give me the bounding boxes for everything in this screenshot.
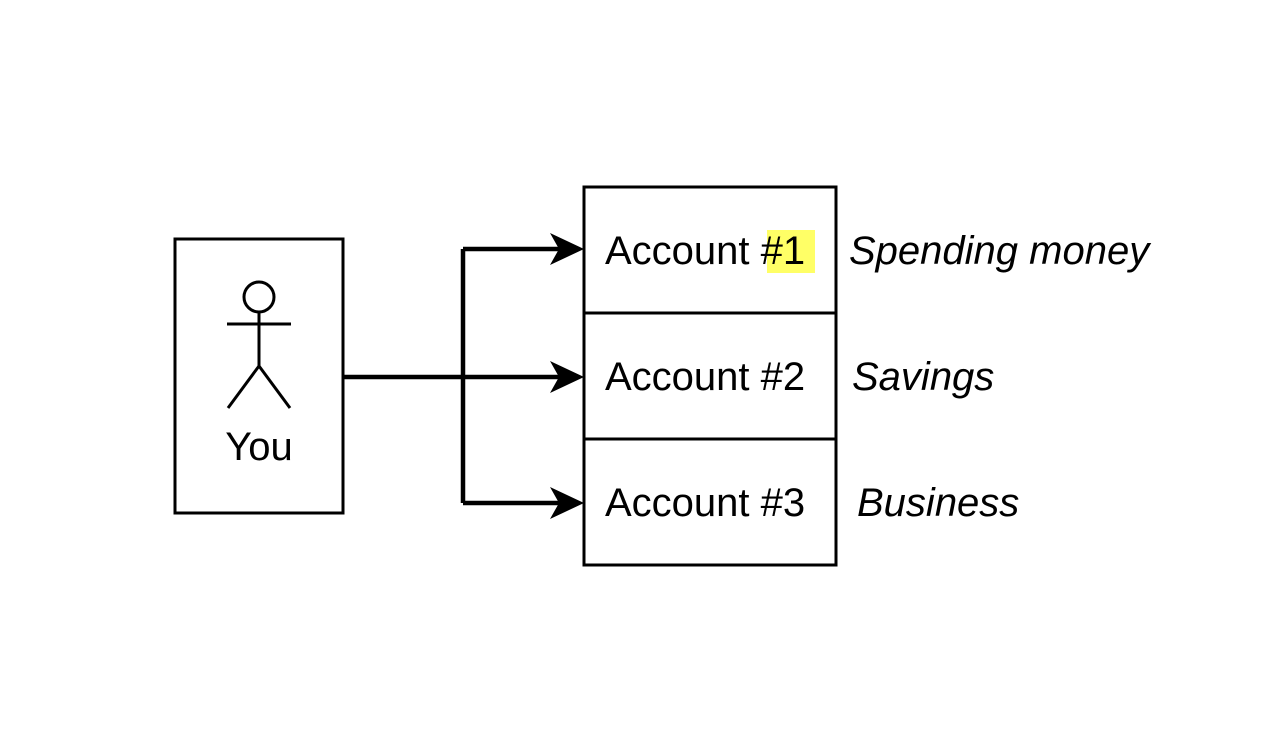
account-notes: Spending money Savings Business: [849, 229, 1152, 525]
account-label: Account #1: [605, 229, 805, 273]
arrowhead-icon: [550, 487, 584, 519]
arrowheads: [550, 233, 584, 519]
arrowhead-icon: [550, 233, 584, 265]
account-label-prefix: Account: [605, 355, 761, 399]
stick-figure-icon: [226, 280, 292, 409]
account-number: #3: [761, 481, 806, 525]
arrowhead-icon: [550, 361, 584, 393]
account-label: Account #3: [605, 481, 805, 525]
account-label-prefix: Account: [605, 229, 761, 273]
account-cell-2: Account #2: [605, 355, 805, 399]
account-stack: Account #1 Account #2 Account #3: [582, 185, 838, 567]
actor-box: [173, 237, 345, 515]
account-number: #1: [761, 229, 806, 273]
account-note: Savings: [852, 355, 994, 399]
actor-node: You: [173, 237, 345, 515]
account-cell-3: Account #3: [605, 481, 805, 525]
connectors: [343, 246, 560, 506]
account-note: Business: [857, 481, 1019, 525]
account-cell-1: Account #1: [605, 229, 815, 273]
actor-label: You: [225, 425, 293, 469]
account-label: Account #2: [605, 355, 805, 399]
account-number: #2: [761, 355, 806, 399]
account-label-prefix: Account: [605, 481, 761, 525]
account-note: Spending money: [849, 229, 1152, 273]
account-stack-frame: [582, 185, 838, 567]
highlight-mark: [767, 230, 815, 273]
